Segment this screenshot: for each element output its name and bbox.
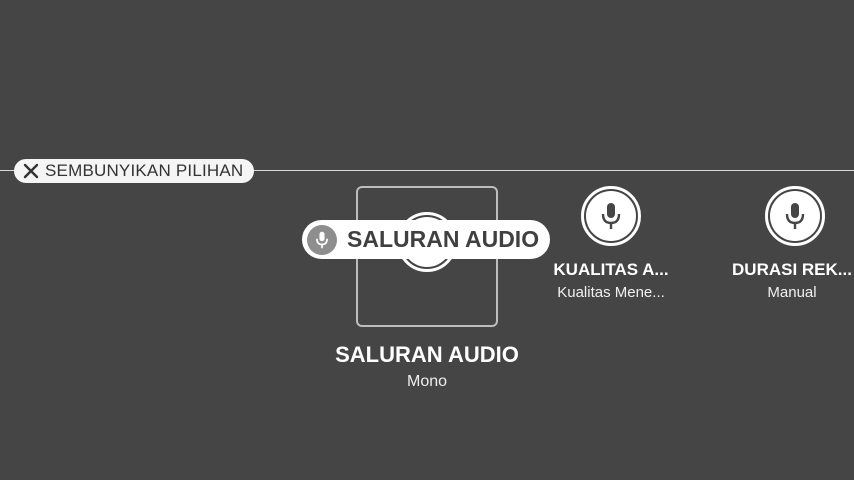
microphone-icon bbox=[785, 203, 805, 229]
duration-option-title: DURASI REK... bbox=[732, 260, 852, 279]
duration-option-value: Manual bbox=[767, 284, 817, 301]
quality-option-button[interactable] bbox=[581, 186, 641, 246]
duration-option[interactable]: DURASI REK... Manual bbox=[730, 260, 854, 301]
quality-option[interactable]: KUALITAS A... Kualitas Mene... bbox=[546, 260, 676, 301]
microphone-icon bbox=[601, 203, 621, 229]
quality-option-value: Kualitas Mene... bbox=[557, 284, 665, 301]
hide-options-label: SEMBUNYIKAN PILIHAN bbox=[45, 161, 244, 180]
audio-channel-value: Mono bbox=[406, 373, 448, 390]
hide-options-button[interactable]: SEMBUNYIKAN PILIHAN bbox=[14, 159, 255, 183]
audio-channel-title: SALURAN AUDIO bbox=[335, 342, 519, 367]
tooltip-label: SALURAN AUDIO bbox=[347, 226, 540, 252]
close-icon bbox=[23, 163, 39, 179]
options-divider bbox=[0, 170, 854, 171]
quality-option-title: KUALITAS A... bbox=[553, 260, 669, 279]
option-tooltip: SALURAN AUDIO bbox=[302, 220, 550, 259]
tooltip-icon-badge bbox=[307, 224, 337, 255]
duration-option-button[interactable] bbox=[765, 186, 825, 246]
microphone-icon bbox=[316, 231, 328, 248]
